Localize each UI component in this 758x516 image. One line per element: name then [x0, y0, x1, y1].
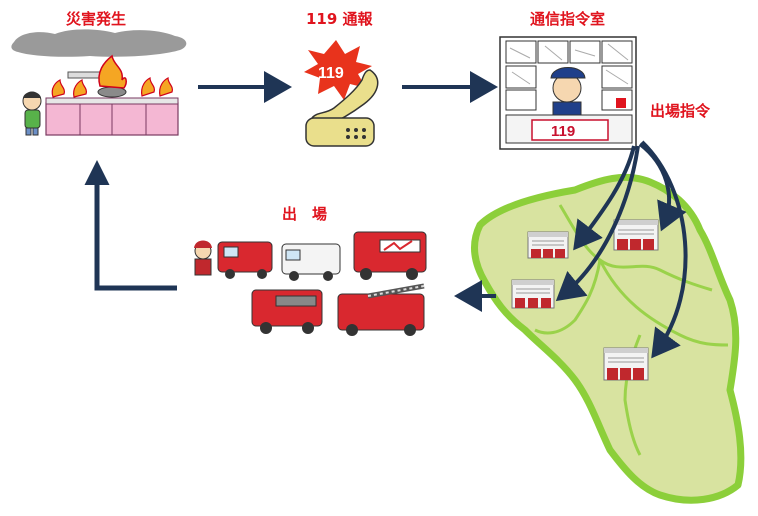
fire-station-icon: [511, 279, 555, 309]
command-room-icon: 119: [499, 36, 637, 150]
label-dispatch-order: 出場指令: [650, 102, 711, 120]
label-119-call: 119 通報: [306, 10, 373, 28]
fire-station-icon: [527, 231, 569, 259]
label-disaster: 災害発生: [66, 10, 127, 28]
flow-arrows: [84, 71, 688, 359]
console-number: 119: [551, 123, 575, 140]
map-icon: [471, 173, 745, 504]
dial-number: 119: [318, 65, 344, 82]
vehicles-icon: [194, 231, 427, 336]
disaster-scene-icon: [11, 29, 187, 136]
phone-icon: 119: [304, 40, 379, 147]
fire-station-icon: [603, 347, 649, 381]
label-command-room: 通信指令室: [530, 10, 606, 28]
label-dispatch: 出 場: [282, 205, 328, 223]
fire-station-icon: [613, 219, 659, 251]
